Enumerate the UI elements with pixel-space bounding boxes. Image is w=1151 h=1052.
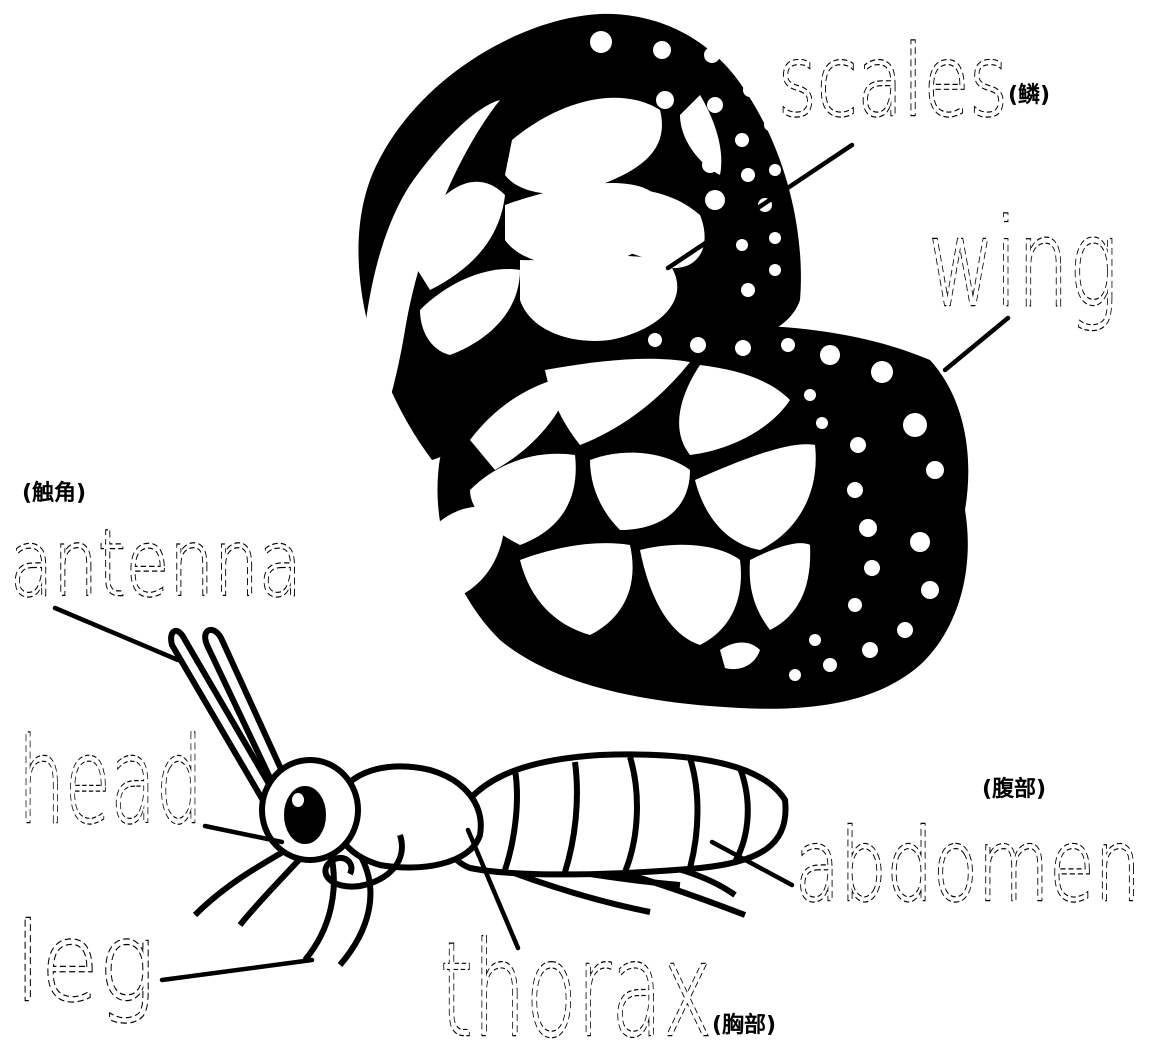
wing-label: wing bbox=[928, 195, 1118, 334]
abdomen-cn-label: (腹部) bbox=[982, 776, 1046, 802]
leg-label: leg bbox=[15, 901, 155, 1026]
scales-cn-label: (鳞) bbox=[1008, 83, 1050, 108]
thorax-label: thorax bbox=[440, 914, 712, 1052]
scales-label: scales bbox=[778, 25, 1008, 139]
eye bbox=[287, 789, 323, 841]
thorax-cn-label: (胸部) bbox=[712, 1012, 776, 1038]
abdomen-label: abdomen bbox=[795, 807, 1141, 924]
antenna-label: antenna bbox=[10, 510, 302, 617]
antenna-cn-label: (触角) bbox=[22, 480, 86, 506]
leg-leader bbox=[162, 960, 312, 980]
head-label: head bbox=[18, 712, 203, 850]
